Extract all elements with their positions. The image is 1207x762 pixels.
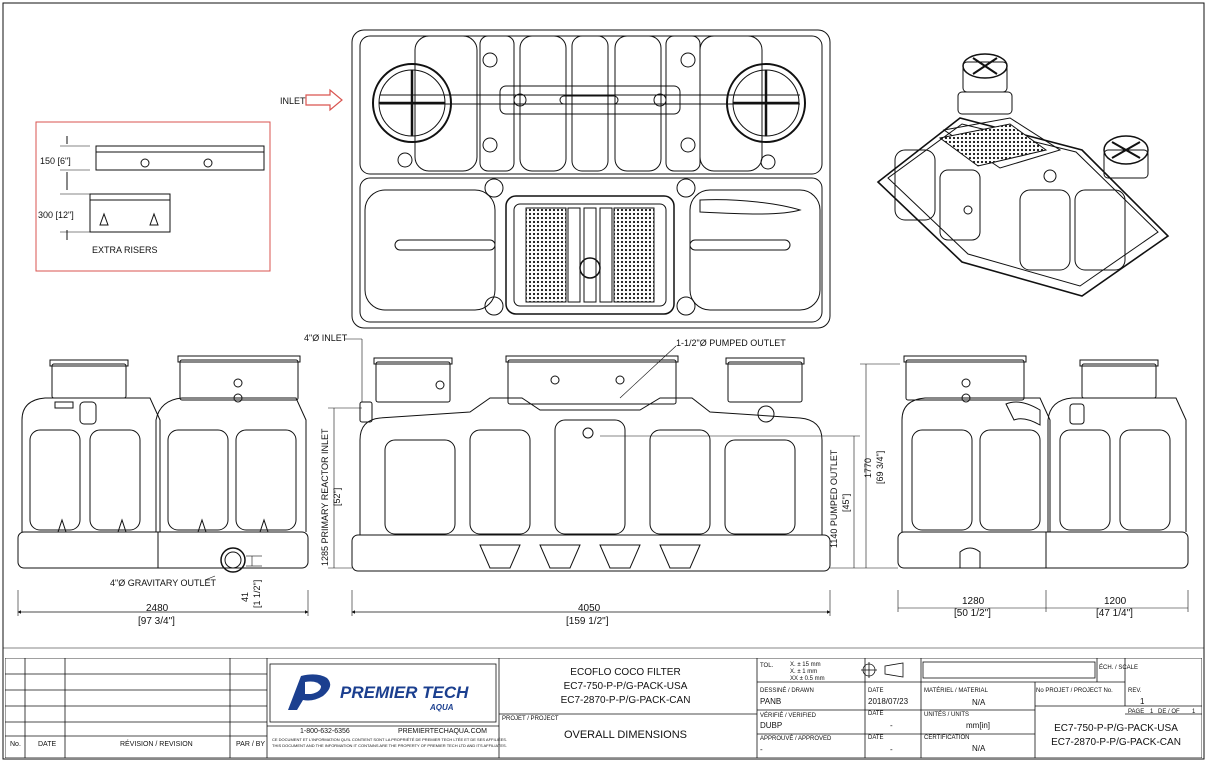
- approved-label: APPROUVÉ / APPROVED: [760, 736, 832, 742]
- dim-1140: 1140 PUMPED OUTLET: [829, 449, 839, 548]
- inlet-label: INLET: [280, 96, 306, 106]
- model-can: EC7-2870-P-P/G-PACK-CAN: [560, 695, 691, 706]
- drawing-no-usa: EC7-750-P-P/G-PACK-USA: [1054, 723, 1178, 734]
- page-label: PAGE: [1128, 709, 1145, 715]
- verified-date-label: DATE: [868, 711, 884, 717]
- riser-300-label: 300 [12"]: [38, 210, 74, 220]
- riser-150-label: 150 [6"]: [40, 156, 71, 166]
- project-label: PROJET / PROJECT: [502, 716, 559, 722]
- rev-value: 1: [1140, 697, 1145, 706]
- dim-1280: 1280: [962, 596, 985, 607]
- front-view: [328, 338, 860, 616]
- rev-revision-header: RÉVISION / REVISION: [120, 741, 193, 748]
- legal-en: THIS DOCUMENT AND THE INFORMATION IT CON…: [272, 743, 507, 748]
- tol-xxx: XX ± 0.5 mm: [790, 676, 825, 682]
- extra-risers-detail: [35, 121, 271, 272]
- tol-xx: X. ± 1 mm: [790, 669, 818, 675]
- verified-label: VÉRIFIÉ / VERIFIED: [760, 713, 817, 719]
- dim-4050: 4050: [578, 603, 601, 614]
- dim-2480: 2480: [146, 603, 169, 614]
- dim-1140-in: [45"]: [841, 493, 851, 512]
- logo-text: PREMIER TECH: [340, 683, 469, 702]
- legal-fr: CE DOCUMENT ET L'INFORMATION QU'IL CONTI…: [272, 737, 508, 742]
- inlet-arrow: [305, 88, 343, 112]
- units-label: UNITÉS / UNITS: [924, 712, 970, 718]
- drawn-date: 2018/07/23: [868, 697, 909, 706]
- premier-tech-logo: [288, 674, 331, 710]
- dim-1200: 1200: [1104, 596, 1127, 607]
- top-view: [351, 29, 831, 329]
- approved-date-label: DATE: [868, 735, 884, 741]
- verified-date: -: [890, 721, 893, 730]
- drawn-label: DESSINÉ / DRAWN: [760, 688, 814, 694]
- website: PREMIERTECHAQUA.COM: [398, 728, 487, 735]
- model-usa: EC7-750-P-P/G-PACK-USA: [563, 681, 688, 692]
- gravitary-outlet-label: 4"Ø GRAVITARY OUTLET: [110, 578, 217, 588]
- material-label: MATÉRIEL / MATERIAL: [924, 688, 988, 694]
- cert-label: CERTIFICATION: [924, 735, 970, 741]
- dim-4050-in: [159 1/2"]: [566, 616, 609, 627]
- dim-1770: 1770: [863, 457, 873, 478]
- inlet-4-label: 4"Ø INLET: [304, 333, 348, 343]
- dim-1200-in: [47 1/4"]: [1096, 608, 1133, 619]
- isometric-view: [876, 53, 1170, 297]
- material-value: N/A: [972, 698, 986, 707]
- dim-1280-in: [50 1/2"]: [954, 608, 991, 619]
- tol-label: TOL.: [760, 663, 774, 669]
- project-no-label: No PROJET / PROJECT No.: [1036, 688, 1113, 694]
- logo-sub: AQUA: [430, 703, 454, 712]
- verified-value: DUBP: [760, 721, 783, 730]
- product-name: ECOFLO COCO FILTER: [570, 667, 681, 678]
- phone: 1-800-632-6356: [300, 728, 350, 735]
- cert-value: N/A: [972, 744, 986, 753]
- dim-1770-in: [69 3/4"]: [875, 450, 885, 484]
- drawn-value: PANB: [760, 697, 782, 706]
- dim-1285-in: [52"]: [332, 487, 342, 506]
- title-block: [5, 658, 1202, 758]
- page-of-label: DE / OF: [1158, 709, 1180, 715]
- scale-label: ÉCH. / SCALE: [1099, 665, 1139, 671]
- dim-1285: 1285 PRIMARY REACTOR INLET: [320, 428, 330, 566]
- right-side-view: [860, 355, 1189, 612]
- approved-value: -: [760, 745, 763, 754]
- dim-41-in: [1 1/2"]: [252, 579, 262, 608]
- units-value: mm[in]: [966, 721, 990, 730]
- drawn-date-label: DATE: [868, 688, 884, 694]
- extra-risers-label: EXTRA RISERS: [92, 245, 158, 255]
- dim-41: 41: [240, 591, 250, 602]
- rev-by-header: PAR / BY: [236, 741, 266, 748]
- rev-no-header: No.: [10, 741, 21, 748]
- rev-date-header: DATE: [38, 741, 57, 748]
- tol-x: X. ± 15 mm: [790, 662, 821, 668]
- project-title: OVERALL DIMENSIONS: [563, 729, 688, 741]
- pumped-outlet-label: 1-1/2"Ø PUMPED OUTLET: [676, 338, 786, 348]
- dim-2480-in: [97 3/4"]: [138, 616, 175, 627]
- page-total: 1: [1192, 709, 1196, 715]
- page-value: 1: [1150, 709, 1154, 715]
- approved-date: -: [890, 745, 893, 754]
- rev-label: REV.: [1128, 688, 1142, 694]
- drawing-no-can: EC7-2870-P-P/G-PACK-CAN: [1051, 737, 1181, 748]
- left-side-view: [17, 355, 309, 616]
